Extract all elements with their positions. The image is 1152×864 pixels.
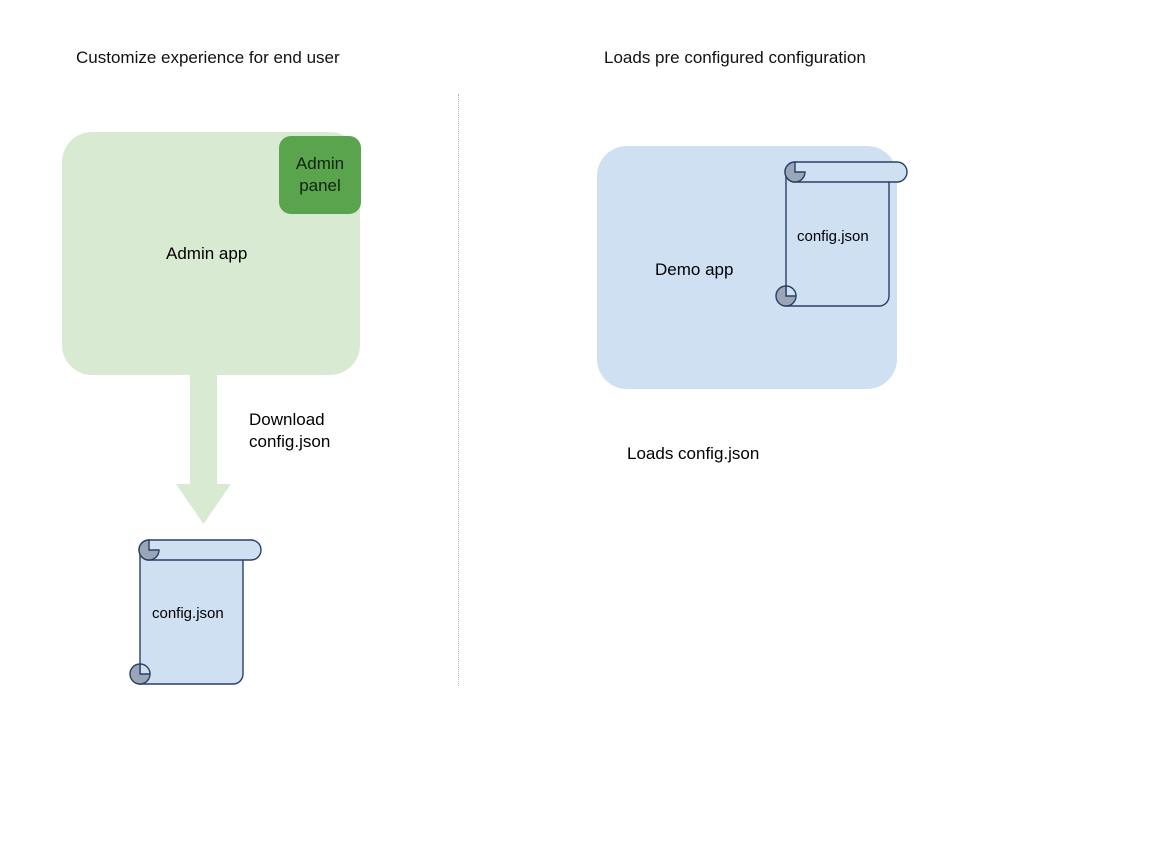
config-json-label-right: config.json: [797, 228, 869, 245]
admin-panel-button[interactable]: Admin panel: [279, 136, 361, 214]
admin-panel-label-line1: Admin: [295, 154, 345, 173]
download-arrow-icon: [176, 372, 231, 524]
admin-panel-label-line2: panel: [299, 176, 341, 195]
loads-config-caption: Loads config.json: [627, 444, 760, 463]
left-column-title: Customize experience for end user: [76, 48, 340, 67]
config-json-document-right: [775, 161, 908, 307]
download-arrow-label-line1: Download: [249, 410, 325, 429]
right-column-title: Loads pre configured configuration: [604, 48, 866, 67]
download-arrow-label-line2: config.json: [249, 432, 331, 451]
vertical-dotted-divider: [458, 94, 459, 686]
config-json-document-left: [129, 539, 262, 685]
config-json-label-left: config.json: [152, 605, 224, 622]
demo-app-label: Demo app: [655, 260, 734, 279]
admin-app-label: Admin app: [166, 244, 248, 263]
